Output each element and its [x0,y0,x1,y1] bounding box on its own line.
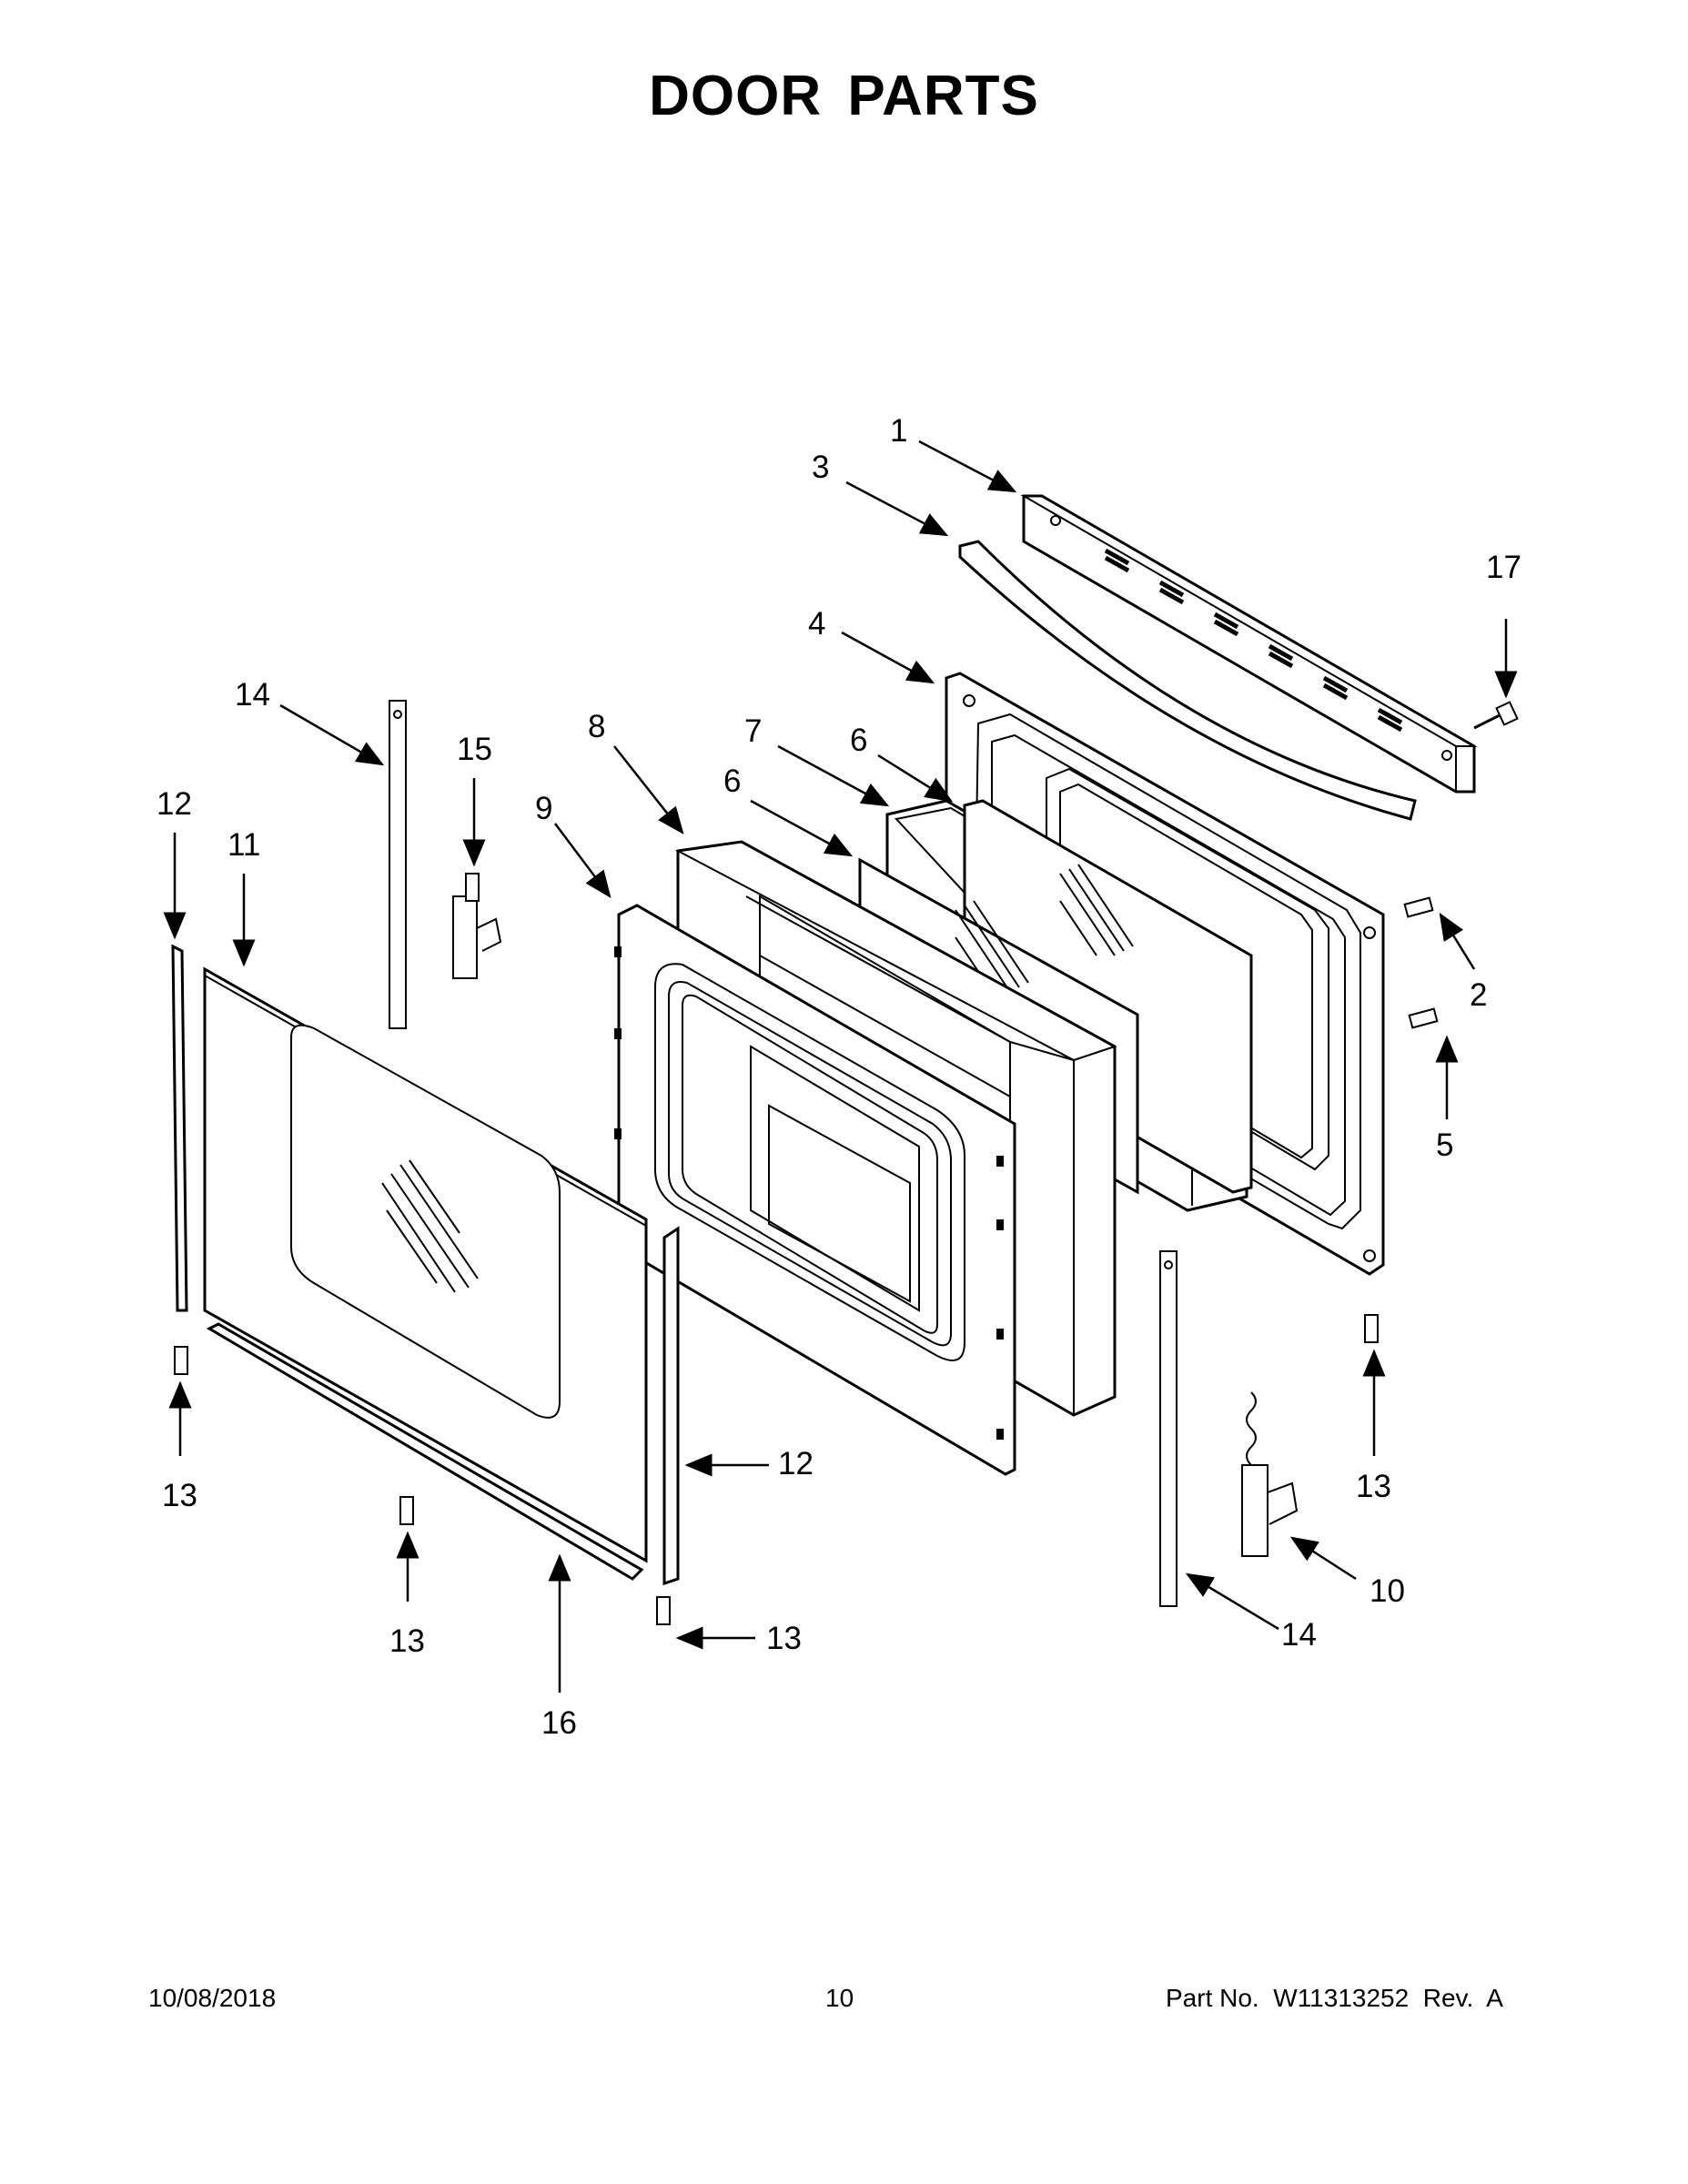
part-door-handle [958,540,1417,821]
callout-labels: 1 3 17 4 14 15 8 7 6 6 12 11 9 2 5 13 12… [157,413,1521,1741]
callout-2: 2 [1470,977,1487,1013]
callout-4: 4 [808,606,825,642]
part-vent-trim [1020,494,1478,794]
callout-8: 8 [588,709,605,744]
footer-page-number: 10 [825,1984,854,2012]
callout-10: 10 [1370,1573,1405,1609]
callout-5: 5 [1436,1127,1453,1163]
callout-13-bottom: 13 [389,1623,425,1659]
callout-6-lower: 6 [723,763,741,799]
part-side-trim-left [171,944,188,1312]
callout-9: 9 [535,791,552,826]
callout-11: 11 [227,827,260,863]
callout-13-bottom-right: 13 [766,1621,802,1656]
callout-15: 15 [457,732,492,767]
part-screw-17 [1473,701,1519,730]
part-hinge-left [452,873,502,979]
part-bottom-trim [206,1322,644,1581]
callout-12-right: 12 [778,1446,814,1481]
callout-3: 3 [812,450,829,485]
footer-part-number: Part No. W11313252 Rev. A [1166,1984,1503,2012]
part-outer-door-glass [203,966,648,1563]
callout-13-right: 13 [1356,1469,1391,1504]
part-hinge-receiver-left [389,700,407,1029]
part-hinge-right [1241,1391,1299,1557]
callout-14-bottom: 14 [1281,1617,1317,1653]
callout-13-left: 13 [162,1478,197,1513]
page-title: DOOR PARTS [649,65,1039,127]
callout-6-upper: 6 [850,723,867,758]
callout-12-left: 12 [157,786,192,822]
footer-date: 10/08/2018 [148,1984,277,2012]
callout-16: 16 [541,1705,577,1741]
part-side-trim-right [662,1226,680,1586]
callout-7: 7 [744,713,762,749]
callout-1: 1 [890,413,907,449]
leader-arrows [163,440,1518,1693]
part-screws [174,896,1439,1625]
callout-14-top: 14 [235,677,270,713]
part-door-frame [614,904,1016,1476]
callout-17: 17 [1486,550,1521,585]
part-hinge-receiver-right [1159,1250,1178,1607]
